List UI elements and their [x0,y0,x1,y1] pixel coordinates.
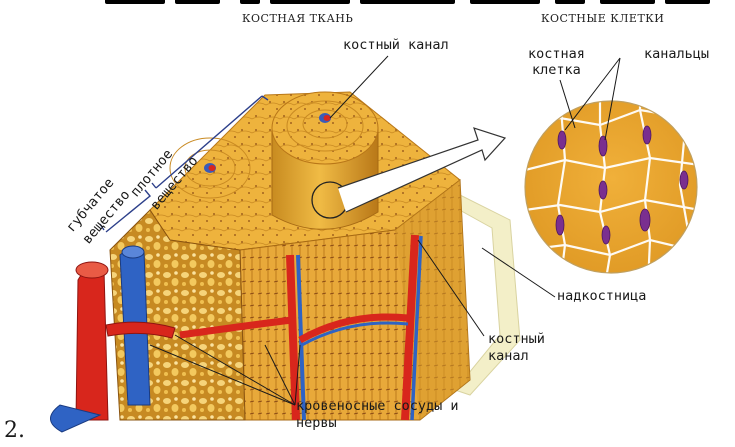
label-blood-vessels-line2: нервы [296,416,337,432]
heading-bone-cells: КОСТНЫЕ КЛЕТКИ [541,13,664,26]
label-bone-cell-line2: клетка [532,63,581,79]
label-bone-canal-top: костный канал [343,38,449,54]
label-bone-canal-side-line2: канал [488,349,529,365]
label-blood-vessels-line1: кровеносные сосуды и [296,399,459,415]
label-bone-cell-line1: костная [528,47,585,63]
label-bone-canal-side-line1: костный [488,332,545,348]
heading-bone-tissue: КОСТНАЯ ТКАНЬ [242,13,353,26]
figure-number: 2. [4,418,25,443]
label-canaliculi: канальцы [644,47,709,63]
label-periosteum: надкостница [557,289,646,305]
